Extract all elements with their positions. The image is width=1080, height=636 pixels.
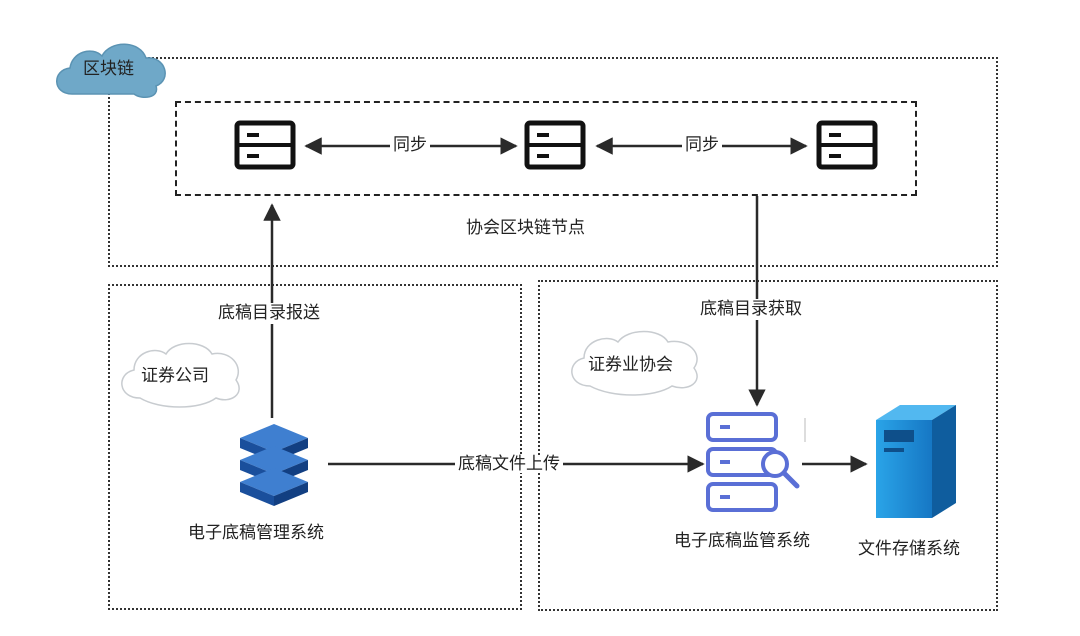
- node-server-icon: [234, 120, 296, 170]
- sync-label-1: 同步: [390, 137, 430, 154]
- blockchain-label: 区块链: [83, 59, 134, 79]
- association-cloud: [571, 330, 698, 396]
- management-system-icon: [240, 424, 308, 506]
- node-group: [175, 101, 917, 196]
- association-region: [538, 280, 998, 611]
- securities-company-cloud: [121, 342, 240, 408]
- securities-company-region: [108, 284, 522, 610]
- file-storage-label: 文件存储系统: [858, 539, 960, 559]
- supervision-system-icon: [706, 412, 800, 512]
- blockchain-region: [108, 57, 998, 267]
- supervision-system-label: 电子底稿监管系统: [674, 531, 810, 551]
- management-system-label: 电子底稿管理系统: [188, 523, 324, 543]
- report-flow-label: 底稿目录报送: [215, 303, 323, 324]
- node-group-label: 协会区块链节点: [466, 218, 585, 238]
- file-storage-icon: [876, 405, 956, 518]
- upload-flow-label: 底稿文件上传: [455, 456, 563, 473]
- node-server-icon: [816, 120, 878, 170]
- securities-company-label: 证券公司: [141, 366, 209, 386]
- sync-label-2: 同步: [682, 137, 722, 154]
- blockchain-cloud: [56, 43, 166, 99]
- association-label: 证券业协会: [588, 355, 673, 375]
- node-server-icon: [524, 120, 586, 170]
- fetch-flow-label: 底稿目录获取: [697, 299, 805, 320]
